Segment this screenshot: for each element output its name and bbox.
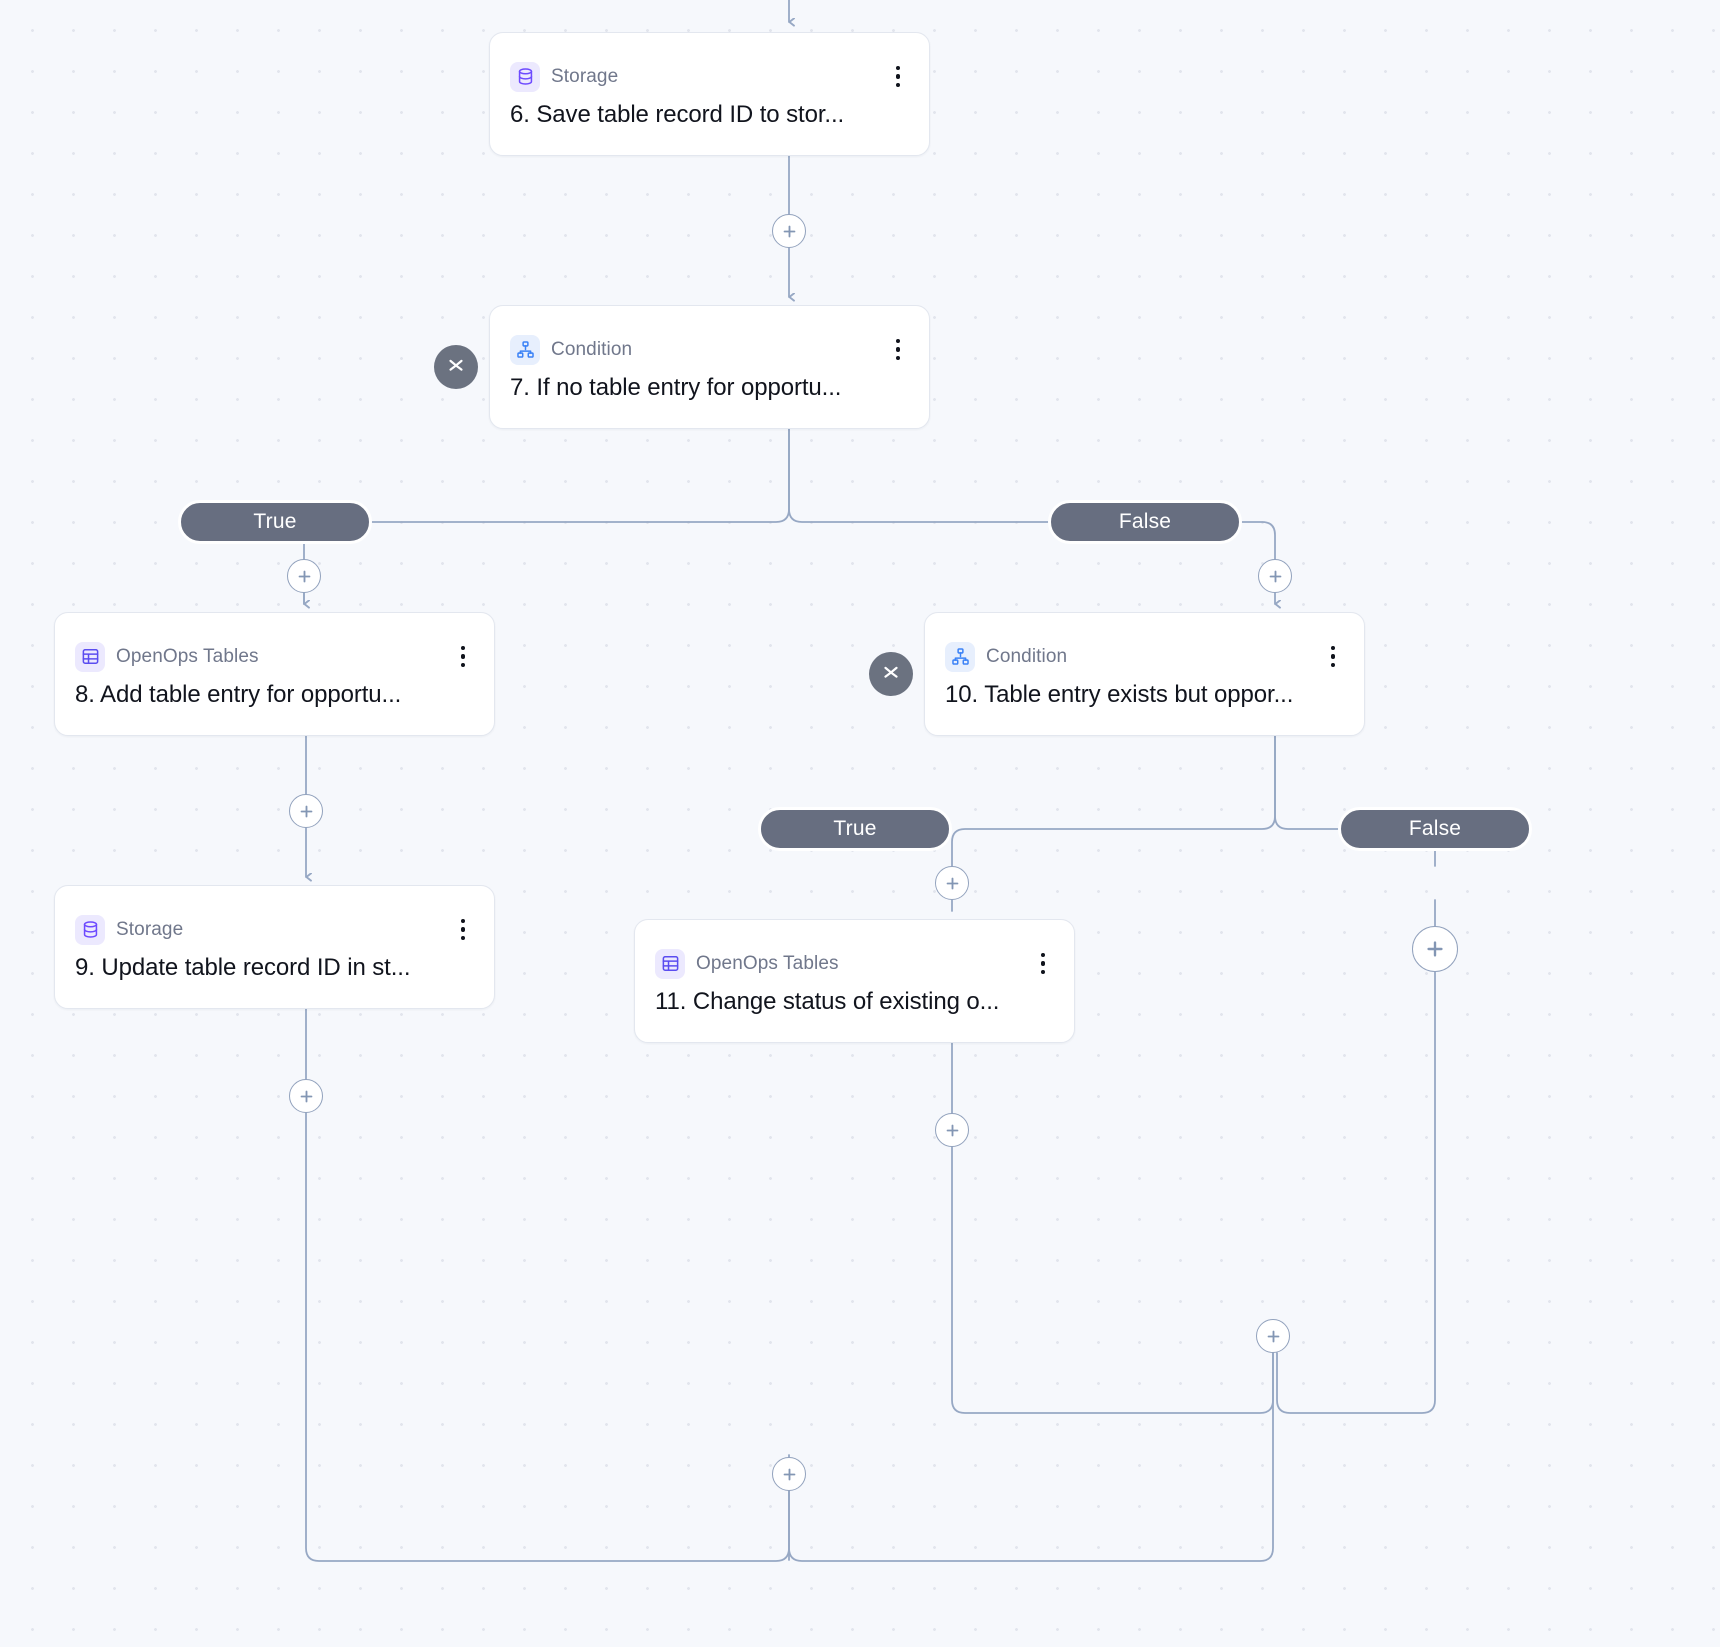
workflow-node-step9[interactable]: Storage 9. Update table record ID in st.… bbox=[54, 885, 495, 1009]
add-step-button-after-step9[interactable] bbox=[289, 1079, 323, 1113]
node-header: Storage bbox=[75, 914, 474, 945]
add-step-button-step10-false[interactable] bbox=[1412, 926, 1458, 972]
node-title: 7. If no table entry for opportu... bbox=[510, 373, 842, 401]
workflow-node-step6[interactable]: Storage 6. Save table record ID to stor.… bbox=[489, 32, 930, 156]
node-type-label: Condition bbox=[986, 645, 1068, 667]
add-step-button-after-step6[interactable] bbox=[772, 214, 806, 248]
workflow-node-step11[interactable]: OpenOps Tables 11. Change status of exis… bbox=[634, 919, 1075, 1043]
collapse-chevrons-icon bbox=[880, 661, 902, 688]
add-step-button-merge-bottom[interactable] bbox=[772, 1457, 806, 1491]
collapse-branch-button-step10[interactable] bbox=[869, 652, 913, 696]
node-header: OpenOps Tables bbox=[75, 641, 474, 672]
collapse-branch-button-step7[interactable] bbox=[434, 345, 478, 389]
workflow-node-step10[interactable]: Condition 10. Table entry exists but opp… bbox=[924, 612, 1365, 736]
node-type-label: Storage bbox=[551, 65, 619, 87]
node-type-label: Condition bbox=[551, 338, 633, 360]
node-type-label: Storage bbox=[116, 918, 184, 940]
database-icon bbox=[75, 914, 105, 945]
node-header: Condition bbox=[510, 334, 909, 365]
branch-label-step7-true[interactable]: True bbox=[178, 500, 372, 544]
collapse-chevrons-icon bbox=[445, 354, 467, 381]
node-title: 10. Table entry exists but oppor... bbox=[945, 680, 1294, 708]
node-type-label: OpenOps Tables bbox=[116, 645, 259, 667]
add-step-button-step7-false[interactable] bbox=[1258, 559, 1292, 593]
node-type-label: OpenOps Tables bbox=[696, 952, 839, 974]
node-header: Condition bbox=[945, 641, 1344, 672]
sitemap-icon bbox=[945, 641, 975, 672]
node-header: Storage bbox=[510, 61, 909, 92]
add-step-button-after-step8[interactable] bbox=[289, 794, 323, 828]
node-menu-button[interactable] bbox=[1322, 644, 1344, 670]
node-menu-button[interactable] bbox=[887, 337, 909, 363]
node-title: 8. Add table entry for opportu... bbox=[75, 680, 402, 708]
branch-label-step10-true[interactable]: True bbox=[758, 807, 952, 851]
add-step-button-merge-step10[interactable] bbox=[1256, 1319, 1290, 1353]
workflow-node-step7[interactable]: Condition 7. If no table entry for oppor… bbox=[489, 305, 930, 429]
node-menu-button[interactable] bbox=[452, 644, 474, 670]
table-grid-icon bbox=[75, 641, 105, 672]
branch-label-step10-false[interactable]: False bbox=[1338, 807, 1532, 851]
table-grid-icon bbox=[655, 948, 685, 979]
node-menu-button[interactable] bbox=[452, 917, 474, 943]
node-header: OpenOps Tables bbox=[655, 948, 1054, 979]
branch-label-step7-false[interactable]: False bbox=[1048, 500, 1242, 544]
add-step-button-after-step11[interactable] bbox=[935, 1113, 969, 1147]
database-icon bbox=[510, 61, 540, 92]
add-step-button-step7-true[interactable] bbox=[287, 559, 321, 593]
node-menu-button[interactable] bbox=[887, 64, 909, 90]
workflow-node-step8[interactable]: OpenOps Tables 8. Add table entry for op… bbox=[54, 612, 495, 736]
add-step-button-step10-true[interactable] bbox=[935, 866, 969, 900]
node-title: 9. Update table record ID in st... bbox=[75, 953, 411, 981]
node-menu-button[interactable] bbox=[1032, 951, 1054, 977]
sitemap-icon bbox=[510, 334, 540, 365]
node-title: 6. Save table record ID to stor... bbox=[510, 100, 845, 128]
node-title: 11. Change status of existing o... bbox=[655, 987, 1000, 1015]
